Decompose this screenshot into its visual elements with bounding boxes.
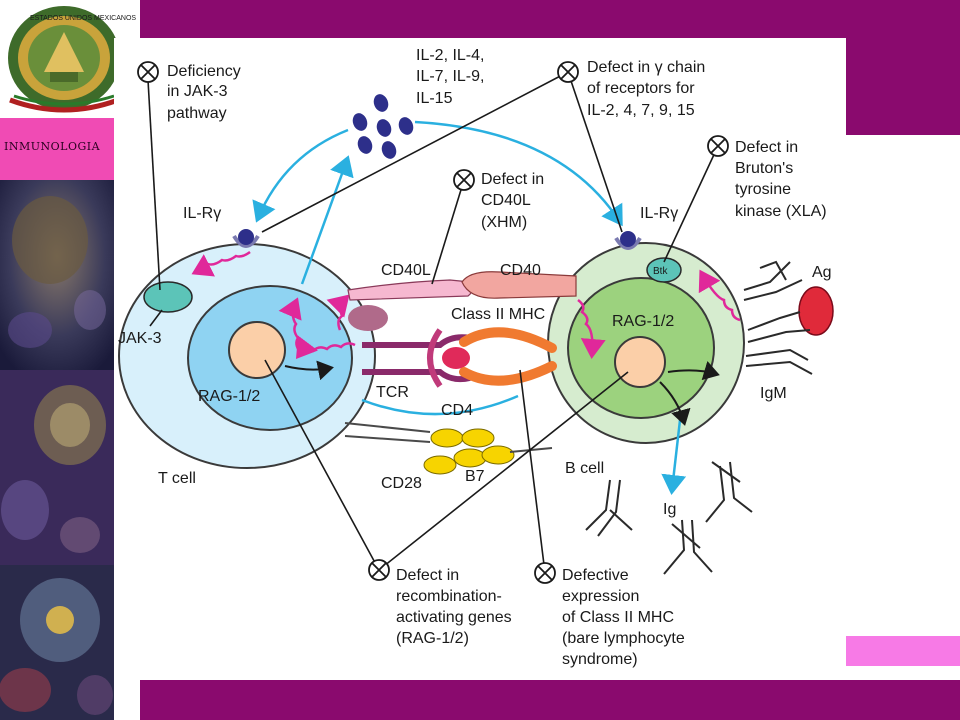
b7-label: B7 xyxy=(465,468,485,485)
defect-marker-mhc xyxy=(534,562,556,584)
ig-label: Ig xyxy=(663,501,676,518)
t-cell-label: T cell xyxy=(158,470,196,487)
top-band xyxy=(140,0,960,40)
il-receptor-left-label: IL-Rγ xyxy=(183,205,221,222)
university-logo: ESTADOS UNIDOS MEXICANOS xyxy=(0,0,140,118)
il-receptor-right xyxy=(614,231,642,250)
b-cell-label: B cell xyxy=(565,460,604,477)
rag-b-label: RAG-1/2 xyxy=(612,313,674,330)
defect-marker-gamma-chain xyxy=(557,61,579,83)
defect-text-rag: Defect in recombination- activating gene… xyxy=(396,567,516,647)
t-cell-rag xyxy=(228,321,286,379)
right-band xyxy=(845,40,960,135)
course-label-text: INMUNOLOGIA xyxy=(4,140,101,153)
cd40-molecule xyxy=(461,271,577,299)
defect-text-gamma-chain: Defect in γ chain of receptors for IL-2,… xyxy=(587,59,710,119)
signal-b-2 xyxy=(698,269,741,322)
diagram-panel: Deficiency in JAK-3 pathway Defect in γ … xyxy=(114,38,846,680)
tcr-label: TCR xyxy=(376,384,409,401)
cell-photo-1 xyxy=(0,180,114,370)
b-cell-rag xyxy=(614,336,666,388)
cell-photo-3 xyxy=(0,565,114,720)
defect-text-cd40l: Defect in CD40L (XHM) xyxy=(481,171,549,231)
signal-t-1 xyxy=(191,250,251,277)
ig-secretion-arrow xyxy=(661,419,687,495)
cytokine-label: IL-2, IL-4, IL-7, IL-9, IL-15 xyxy=(416,47,489,107)
cd40l-label: CD40L xyxy=(381,262,431,279)
antigen xyxy=(798,286,834,336)
cd28-receptor xyxy=(344,422,431,443)
defect-leader-lines xyxy=(147,71,719,574)
igm-label: IgM xyxy=(760,385,787,402)
rag-arrow-b-1 xyxy=(667,360,720,381)
cd40-label: CD40 xyxy=(500,262,541,279)
cd4-label: CD4 xyxy=(441,402,473,419)
defect-text-btk: Defect in Bruton's tyrosine kinase (XLA) xyxy=(735,139,827,220)
immunodeficiency-diagram: Deficiency in JAK-3 pathway Defect in γ … xyxy=(118,47,834,668)
signal-t-4 xyxy=(326,294,350,331)
b7-ligand xyxy=(423,428,515,475)
defect-marker-jak3 xyxy=(137,61,159,83)
jak3-protein xyxy=(143,281,193,313)
cytokine-dots xyxy=(352,94,414,159)
cytokine-arrow-right xyxy=(414,120,623,227)
class2-mhc xyxy=(459,327,557,386)
defect-text-mhc: Defective expression of Class II MHC (ba… xyxy=(562,567,689,668)
rag-arrow-b-2 xyxy=(659,381,691,426)
bottom-band xyxy=(140,680,960,720)
btk-protein xyxy=(646,257,682,283)
class2-mhc-label: Class II MHC xyxy=(451,306,545,323)
cd40l-molecule xyxy=(347,279,474,301)
defect-marker-rag xyxy=(368,559,390,581)
signal-t-3 xyxy=(295,335,356,359)
defect-marker-cd40l xyxy=(453,169,475,191)
cell-photo-2 xyxy=(0,370,114,565)
logo-lettering: ESTADOS UNIDOS MEXICANOS xyxy=(30,15,136,22)
jak3-label: JAK-3 xyxy=(118,330,162,347)
cd28-label: CD28 xyxy=(381,475,422,492)
rag-t-label: RAG-1/2 xyxy=(198,388,260,405)
signal-b-1 xyxy=(577,299,606,359)
btk-label: Btk xyxy=(653,266,668,277)
ag-label: Ag xyxy=(812,264,832,281)
cd4-arc xyxy=(361,394,519,416)
antigen-peptide xyxy=(442,347,470,369)
il-receptor-right-label: IL-Rγ xyxy=(640,205,678,222)
il-receptor-left xyxy=(232,229,260,248)
defect-marker-btk xyxy=(707,135,729,157)
pink-band xyxy=(845,636,960,666)
cytokine-secretion-arrow xyxy=(300,155,354,285)
secreted-ig xyxy=(585,461,753,575)
defect-text-jak3: Deficiency in JAK-3 pathway xyxy=(167,63,245,122)
igm-receptors xyxy=(743,260,813,375)
rag-arrow-t xyxy=(284,360,334,381)
cytokine-arrow-left xyxy=(252,128,349,223)
